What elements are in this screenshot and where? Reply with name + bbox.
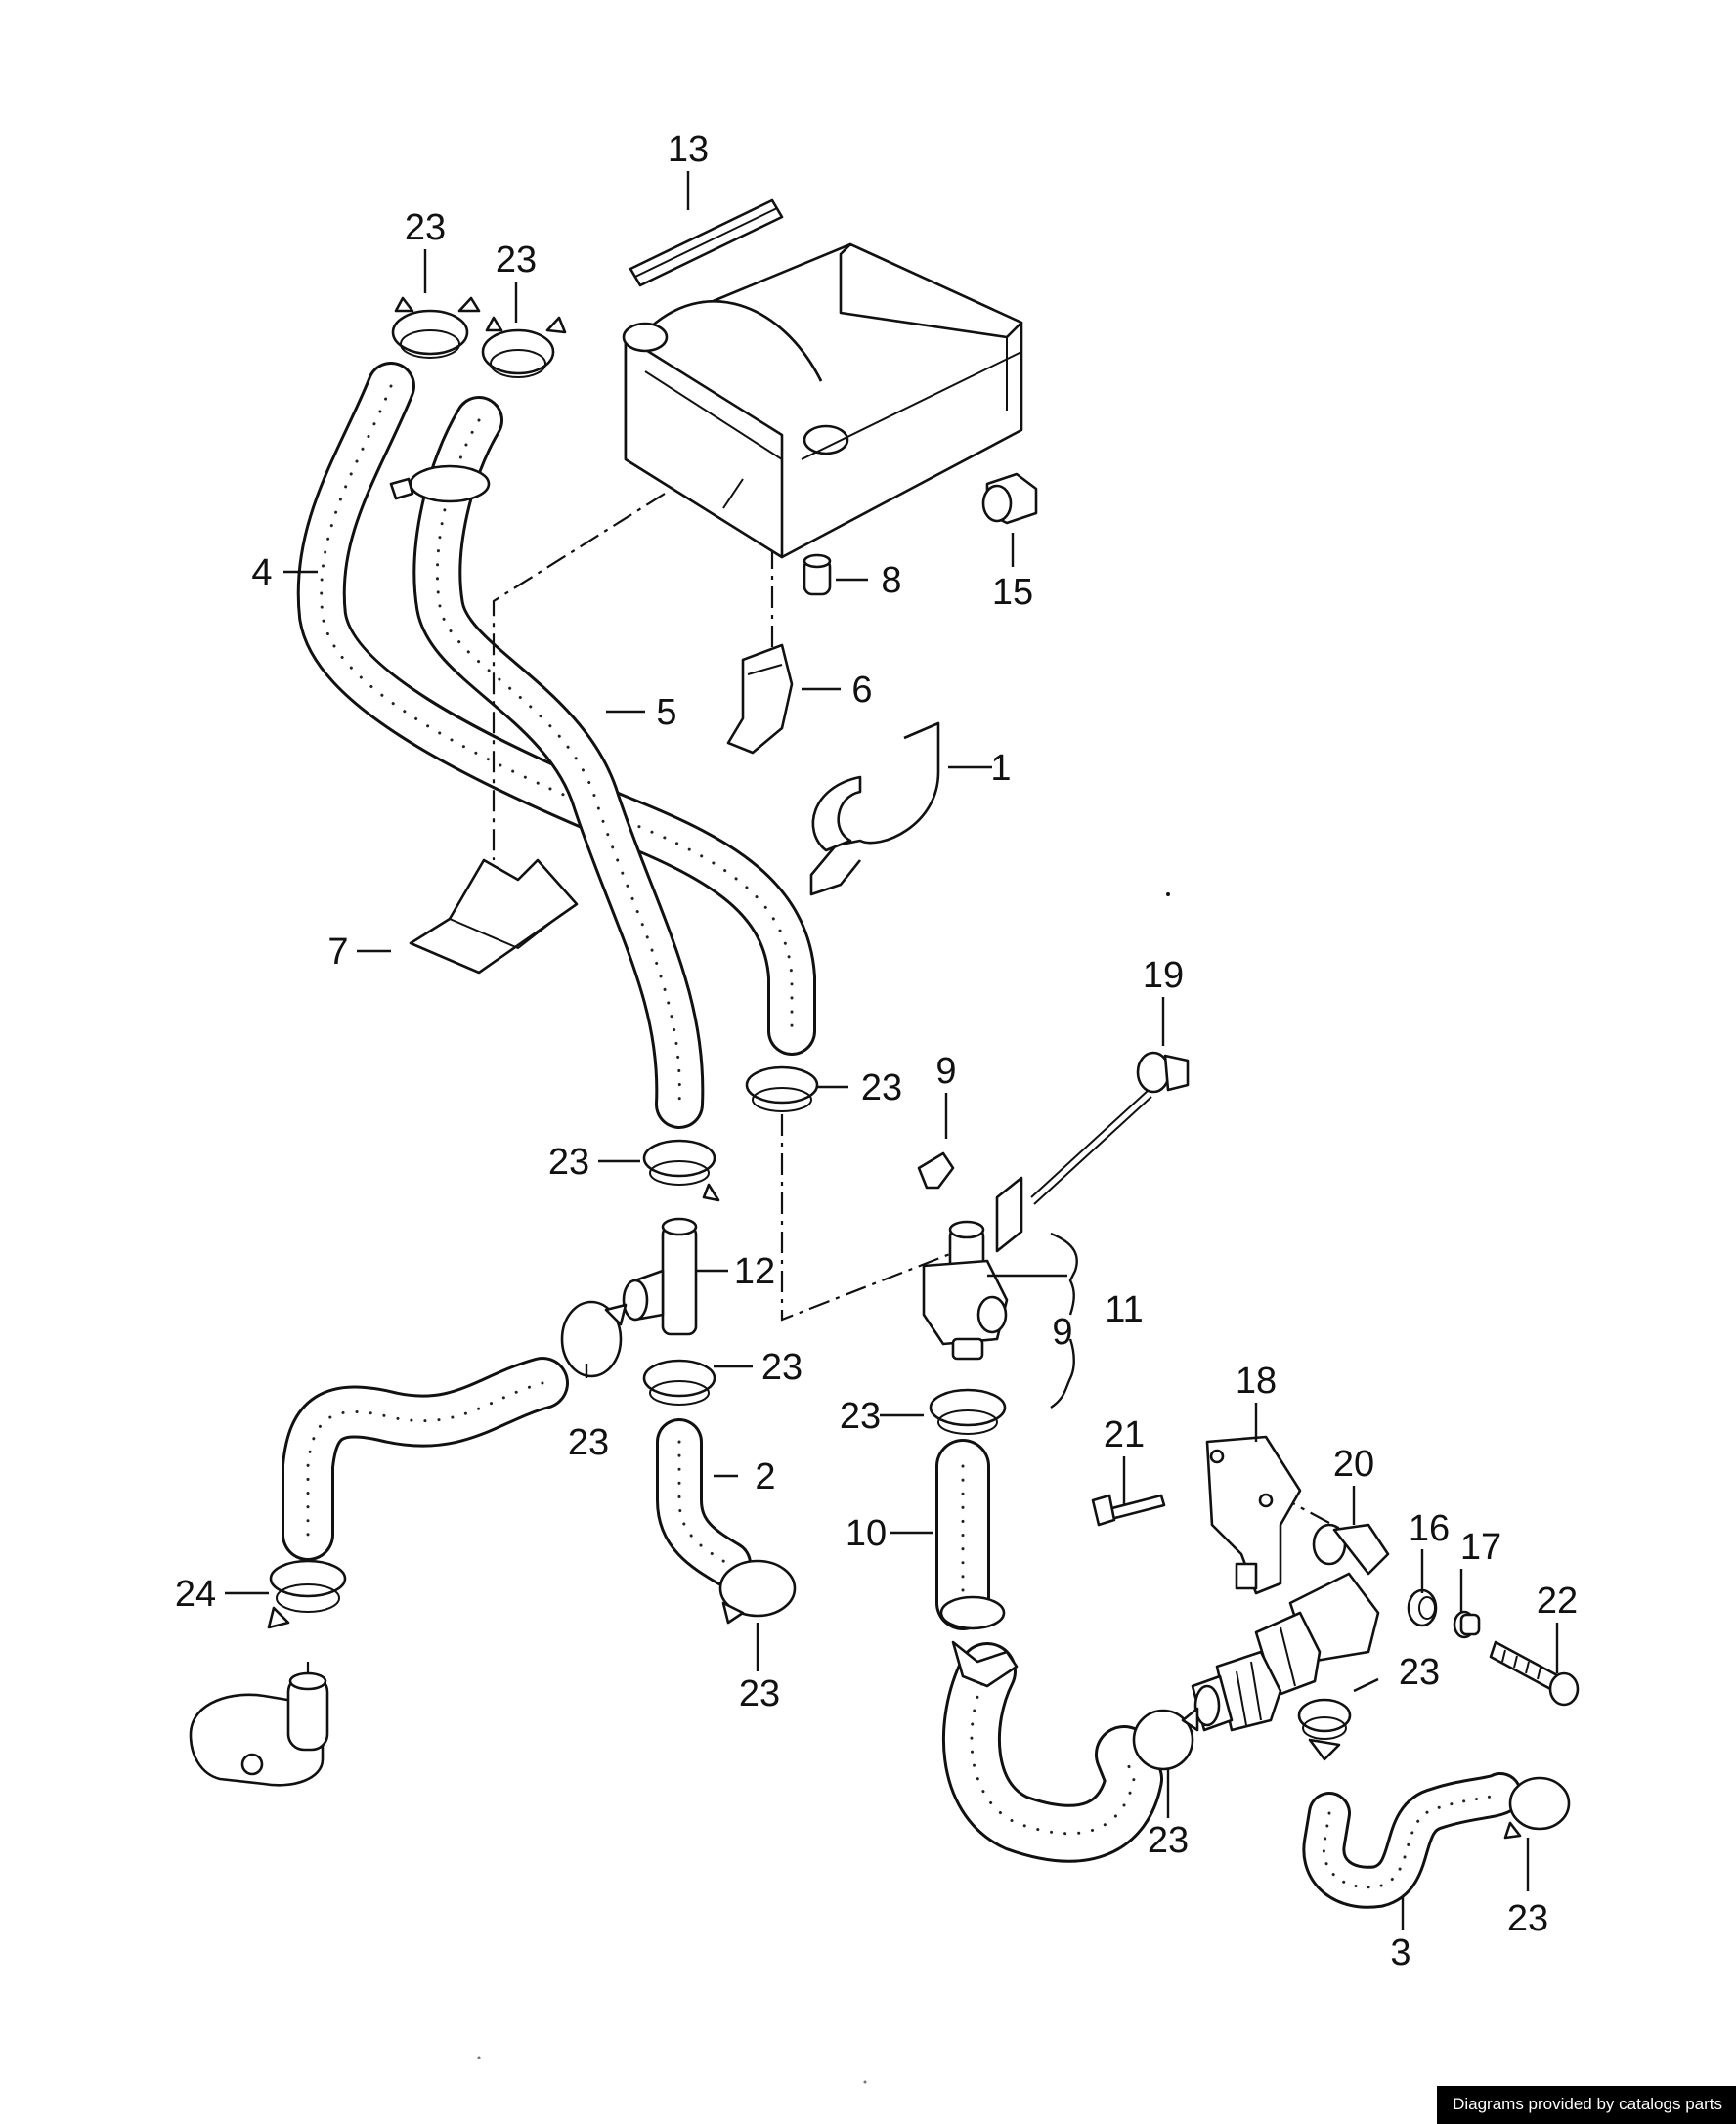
- sleeve-17: [1453, 1610, 1481, 1639]
- callout-23: 23: [1507, 1898, 1548, 1939]
- hose-clamp-23-top-right: [481, 316, 567, 378]
- callout-23: 23: [739, 1673, 780, 1714]
- hose-clamp-23-above-12: [642, 1139, 720, 1202]
- callout-23: 23: [840, 1396, 881, 1437]
- hose-clamp-23-right-of-4: [745, 1065, 819, 1112]
- connector-9: [917, 1151, 955, 1190]
- callout-6: 6: [851, 670, 872, 711]
- callout-22: 22: [1537, 1581, 1578, 1622]
- callout-17: 17: [1460, 1527, 1501, 1568]
- clip-1: [809, 721, 940, 896]
- callout-10: 10: [846, 1513, 887, 1554]
- cable-19: [1030, 1051, 1190, 1205]
- callout-23: 23: [548, 1142, 589, 1183]
- hose-24-pipe: [282, 1357, 569, 1561]
- callout-5: 5: [656, 692, 676, 733]
- pump-assembly: [1191, 1572, 1380, 1732]
- gasket-16: [1407, 1588, 1438, 1627]
- callout-23: 23: [405, 207, 446, 248]
- callout-23: 23: [1399, 1652, 1440, 1693]
- bracket-7: [409, 858, 579, 975]
- screw-21: [1091, 1494, 1166, 1527]
- callout-11: 11: [1105, 1289, 1143, 1330]
- grommet-8: [803, 553, 832, 596]
- clip-6: [726, 643, 794, 755]
- hose-clamp-23-under-valve: [929, 1388, 1007, 1435]
- bracket-18: [1205, 1435, 1302, 1595]
- hose-lower-loop: [941, 1642, 1163, 1863]
- callout-20: 20: [1333, 1444, 1374, 1485]
- heater-housing: [622, 242, 1023, 559]
- callout-12: 12: [734, 1251, 775, 1292]
- hose-clamp-23-below-12: [642, 1359, 716, 1406]
- valve-11: [922, 1176, 1023, 1361]
- grommet-15: [981, 472, 1038, 525]
- hose-clamp-23-left-of-12: [560, 1300, 628, 1378]
- callout-1: 1: [990, 748, 1011, 789]
- elbow-connector: [189, 1671, 329, 1787]
- callout-2: 2: [755, 1456, 775, 1497]
- callout-19: 19: [1143, 955, 1184, 996]
- hose-clamp-24: [267, 1559, 347, 1629]
- hose-2: [656, 1418, 752, 1587]
- callout-23: 23: [861, 1067, 902, 1108]
- hose-clamp-23-hose-2: [718, 1559, 797, 1625]
- callout-21: 21: [1104, 1414, 1145, 1455]
- callout-numbers: 13 23 23 4 8 15 5 6 1 7 19 9 23 23 12 11…: [175, 129, 1578, 1973]
- callout-3: 3: [1390, 1932, 1410, 1973]
- callout-9: 9: [1052, 1312, 1072, 1353]
- hose-clamp-23-hose-3: [1503, 1776, 1571, 1840]
- hose-clamp-23-top-left: [391, 296, 481, 359]
- leader-lines: [225, 171, 1559, 1930]
- callout-23: 23: [761, 1347, 803, 1388]
- credit-banner: Diagrams provided by catalogs parts: [1437, 2086, 1736, 2124]
- callout-24: 24: [175, 1574, 216, 1615]
- hose-clamp-23-pump-right: [1297, 1698, 1352, 1761]
- hose-clamp-23-fitted: [389, 464, 491, 503]
- callout-13: 13: [668, 129, 709, 170]
- callout-16: 16: [1409, 1508, 1450, 1549]
- callout-9: 9: [935, 1051, 956, 1092]
- hose-5: [412, 396, 705, 1129]
- sensor-20: [1312, 1523, 1390, 1576]
- hose-3: [1302, 1772, 1522, 1909]
- hose-clamp-23-under-hose-10: [939, 1595, 1019, 1688]
- callout-23: 23: [1148, 1820, 1189, 1861]
- callout-18: 18: [1236, 1361, 1277, 1402]
- hose-clamp-23-pump-left: [1132, 1707, 1199, 1771]
- callout-23: 23: [568, 1422, 609, 1463]
- bolt-22: [1489, 1640, 1580, 1707]
- callout-15: 15: [992, 572, 1033, 613]
- callout-7: 7: [327, 932, 348, 973]
- t-fitting-12: [622, 1217, 698, 1336]
- callout-8: 8: [881, 560, 901, 601]
- callout-4: 4: [251, 552, 272, 593]
- hose-4: [296, 362, 816, 1056]
- callout-23: 23: [496, 239, 537, 281]
- seal-strip-13: [629, 198, 784, 287]
- speck-marks: [477, 892, 1170, 2084]
